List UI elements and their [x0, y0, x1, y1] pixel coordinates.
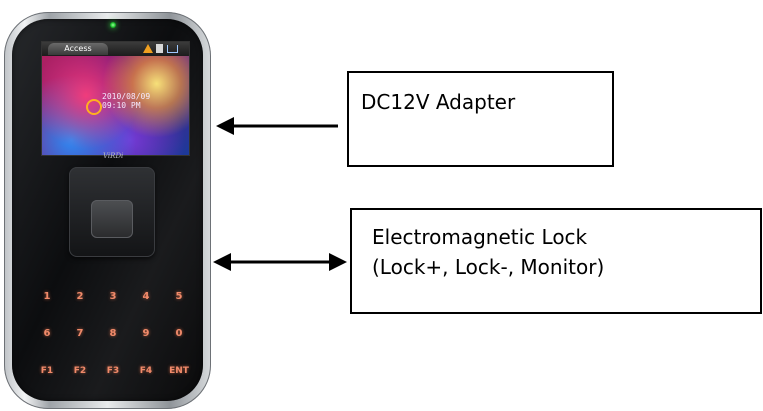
key-3: 3 [109, 291, 117, 302]
screen-status-bar: Access [42, 42, 189, 56]
adapter-label: DC12V Adapter [361, 90, 516, 114]
screen-time: 09:10 PM [102, 101, 141, 110]
brand-logo: ViRDi [103, 152, 124, 160]
adapter-callout-box: DC12V Adapter [347, 71, 614, 167]
lock-label-line2: (Lock+, Lock-, Monitor) [372, 255, 605, 279]
screen-access-tab: Access [48, 43, 108, 55]
screen-date: 2010/08/09 [102, 92, 151, 101]
screen-wallpaper: 2010/08/09 09:10 PM [42, 56, 189, 155]
key-5: 5 [175, 291, 183, 302]
key-6: 6 [43, 328, 51, 339]
key-1: 1 [43, 291, 51, 302]
key-4: 4 [142, 291, 150, 302]
key-8: 8 [109, 328, 117, 339]
key-9: 9 [142, 328, 150, 339]
key-f3: F3 [106, 366, 120, 376]
key-f4: F4 [139, 366, 153, 376]
device-front-panel: Access 2010/08/09 09:10 PM ViRDi 1 2 3 4… [12, 19, 203, 401]
key-ent: ENT [169, 366, 189, 376]
document-icon [156, 44, 163, 53]
device-screen: Access 2010/08/09 09:10 PM [41, 41, 190, 156]
adapter-arrow [216, 117, 338, 135]
network-icon [167, 45, 178, 53]
warning-icon [143, 44, 153, 53]
key-f2: F2 [73, 366, 87, 376]
lock-arrow [213, 253, 347, 271]
key-0: 0 [175, 328, 183, 339]
fingerprint-window [91, 200, 133, 238]
key-2: 2 [76, 291, 84, 302]
access-terminal-device: Access 2010/08/09 09:10 PM ViRDi 1 2 3 4… [4, 12, 211, 409]
key-f1: F1 [40, 366, 54, 376]
alarm-clock-icon [86, 99, 102, 115]
lock-callout-box: Electromagnetic Lock (Lock+, Lock-, Moni… [350, 208, 762, 314]
lock-label-line1: Electromagnetic Lock [372, 225, 588, 249]
status-led [110, 22, 116, 28]
key-7: 7 [76, 328, 84, 339]
fingerprint-sensor [69, 167, 155, 257]
